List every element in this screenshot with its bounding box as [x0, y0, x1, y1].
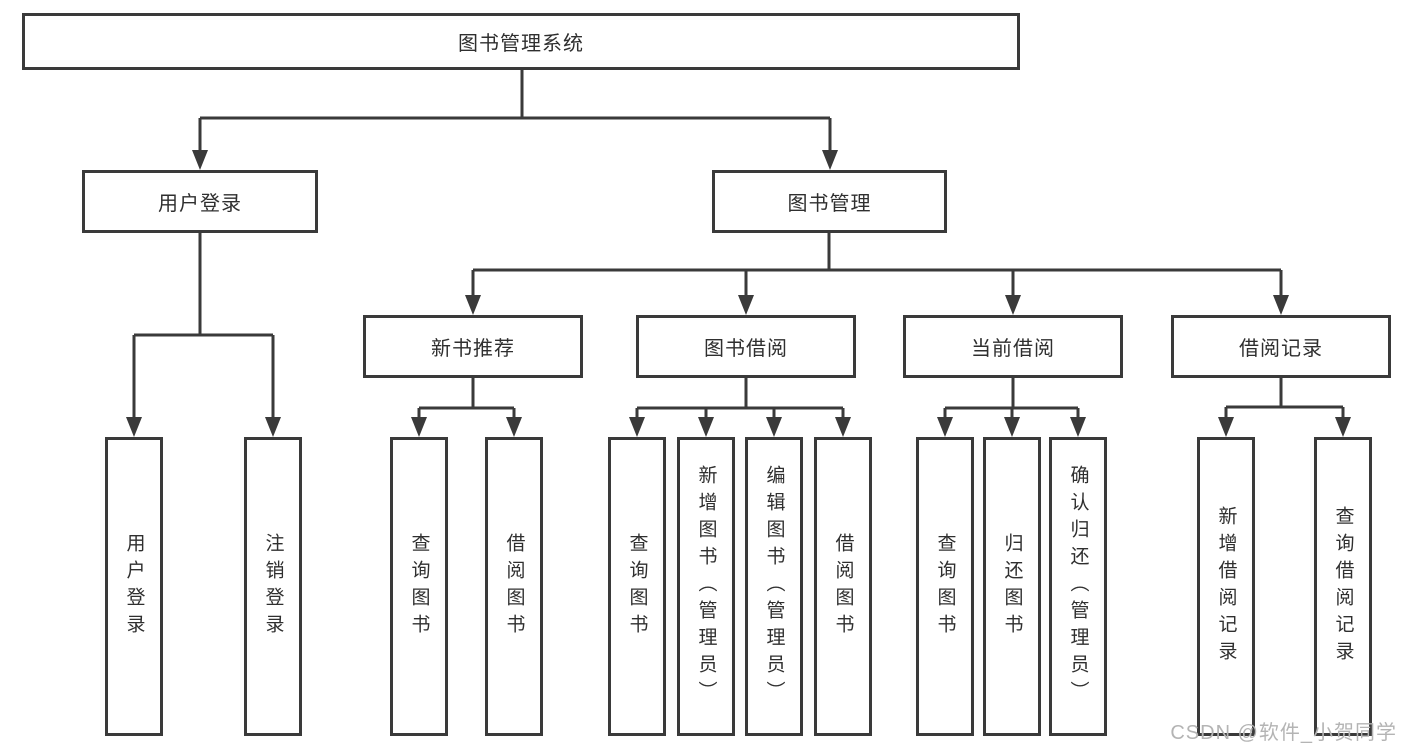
leaf-logout-login: 注销登录: [244, 437, 302, 736]
leaf-borrow-books-newbook-label: 借阅图书: [503, 532, 525, 641]
leaf-user-login: 用户登录: [105, 437, 163, 736]
leaf-confirm-return-admin-label: 确认归还（管理员）: [1067, 465, 1089, 708]
leaf-logout-login-label: 注销登录: [262, 532, 284, 641]
leaf-edit-books-admin-label: 编辑图书（管理员）: [763, 465, 785, 708]
node-new-book-recommend-label: 新书推荐: [431, 338, 515, 360]
leaf-add-books-admin-label: 新增图书（管理员）: [695, 465, 717, 708]
arrowheads: [126, 150, 1351, 437]
leaf-query-books-newbook-label: 查询图书: [408, 532, 430, 641]
leaf-query-books-borrow-label: 查询图书: [626, 532, 648, 641]
node-book-borrow: 图书借阅: [636, 315, 856, 378]
leaf-query-books-current: 查询图书: [916, 437, 974, 736]
leaf-add-books-admin: 新增图书（管理员）: [677, 437, 735, 736]
leaf-borrow-books-borrow: 借阅图书: [814, 437, 872, 736]
csdn-watermark: CSDN @软件_小贺同学: [1170, 722, 1397, 744]
node-borrow-records: 借阅记录: [1171, 315, 1391, 378]
leaf-borrow-books-borrow-label: 借阅图书: [832, 532, 854, 641]
leaf-user-login-label: 用户登录: [123, 532, 145, 641]
leaf-borrow-books-newbook: 借阅图书: [485, 437, 543, 736]
node-book-management-label: 图书管理: [787, 193, 872, 215]
leaf-query-books-current-label: 查询图书: [934, 532, 956, 641]
node-user-login: 用户登录: [82, 170, 318, 233]
leaf-return-books: 归还图书: [983, 437, 1041, 736]
node-new-book-recommend: 新书推荐: [363, 315, 583, 378]
node-root: 图书管理系统: [22, 13, 1020, 70]
node-book-borrow-label: 图书借阅: [704, 338, 788, 360]
node-root-label: 图书管理系统: [458, 33, 584, 55]
leaf-query-borrow-record-label: 查询借阅记录: [1332, 505, 1354, 668]
leaf-edit-books-admin: 编辑图书（管理员）: [745, 437, 803, 736]
leaf-query-borrow-record: 查询借阅记录: [1314, 437, 1372, 736]
leaf-confirm-return-admin: 确认归还（管理员）: [1049, 437, 1107, 736]
leaf-query-books-newbook: 查询图书: [390, 437, 448, 736]
leaf-return-books-label: 归还图书: [1001, 532, 1023, 641]
leaf-add-borrow-record-label: 新增借阅记录: [1215, 505, 1237, 668]
leaf-query-books-borrow: 查询图书: [608, 437, 666, 736]
node-current-borrow-label: 当前借阅: [971, 338, 1055, 360]
node-current-borrow: 当前借阅: [903, 315, 1123, 378]
node-user-login-label: 用户登录: [158, 193, 242, 215]
node-book-management: 图书管理: [712, 170, 947, 233]
node-borrow-records-label: 借阅记录: [1239, 338, 1323, 360]
leaf-add-borrow-record: 新增借阅记录: [1197, 437, 1255, 736]
